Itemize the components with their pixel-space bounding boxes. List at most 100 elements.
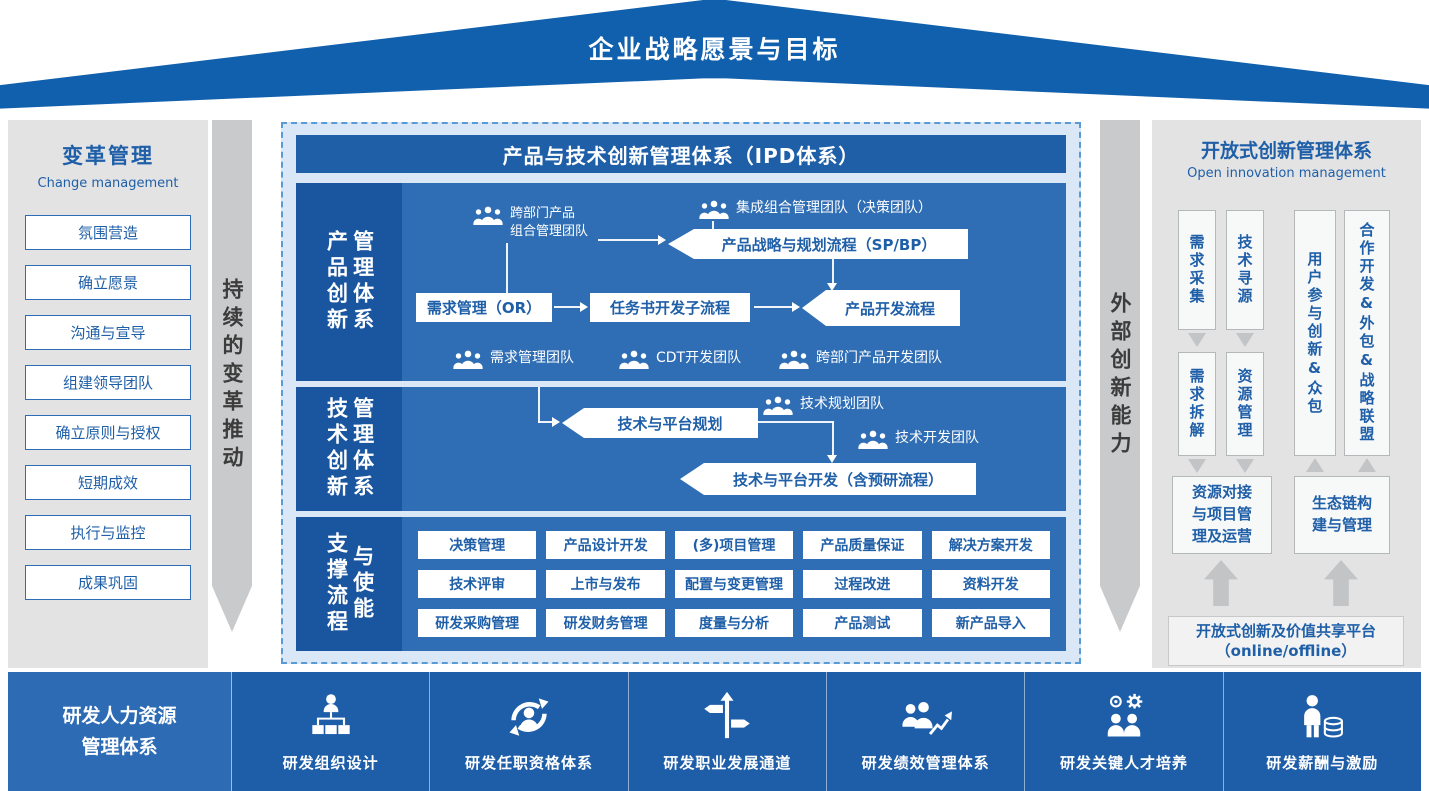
vbox-label: 合作开发&外包&战略联盟 [1357, 222, 1376, 444]
rmt-team: 需求管理团队 [452, 349, 574, 369]
change-step: 确立愿景 [25, 265, 191, 300]
team-label: 技术开发团队 [895, 430, 979, 446]
connector-line [506, 243, 508, 293]
support-section-label: 支撑流程 与使能 [296, 517, 402, 651]
change-driver-label: 持续的变革推动 [220, 278, 244, 474]
tech-innovation-section: 技术创新 管理体系 技术与平台规划 技术规划团队 技术开发团队 技术与平台开发（… [296, 387, 1066, 511]
org-design-icon [305, 691, 357, 743]
talent-icon [1098, 691, 1150, 743]
support-grid: 决策管理 产品设计开发 (多)项目管理 产品质量保证 解决方案开发 技术评审 上… [402, 517, 1066, 651]
ipd-panel: 产品与技术创新管理体系（IPD体系） 产品创新 管理体系 跨部门产品 组合管理团… [281, 122, 1081, 664]
label-col: 与使能 [350, 545, 375, 623]
support-cell: 产品测试 [803, 609, 922, 637]
connector-arrow [580, 302, 588, 312]
open-innovation-panel: 开放式创新管理体系 Open innovation management 需求采… [1152, 120, 1421, 668]
support-cell: 配置与变更管理 [674, 570, 794, 598]
hr-item-talent: 研发关键人才培养 [1024, 672, 1222, 791]
team-icon [762, 396, 794, 415]
label-col: 管理体系 [350, 397, 375, 501]
ipd-title: 产品与技术创新管理体系（IPD体系） [296, 135, 1066, 173]
team-icon [778, 350, 810, 369]
team-label: CDT开发团队 [656, 350, 742, 366]
hr-item-label: 研发任职资格体系 [464, 753, 593, 772]
vbox-label: 技术寻源 [1235, 234, 1254, 306]
connector-line [754, 306, 792, 308]
big-up-arrow-icon [1204, 560, 1238, 606]
team-icon [618, 350, 650, 369]
support-cell: 上市与发布 [546, 570, 665, 598]
support-cell: 研发财务管理 [546, 609, 665, 637]
team-icon [698, 200, 730, 219]
tech-plan-team: 技术规划团队 [762, 395, 884, 415]
change-step: 短期成效 [25, 465, 191, 500]
down-arrow-icon [1188, 459, 1206, 473]
support-cell: 研发采购管理 [418, 609, 537, 637]
change-step-list: 氛围营造 确立愿景 沟通与宣导 组建领导团队 确立原则与授权 短期成效 执行与监… [25, 215, 191, 600]
vbox-label: 需求拆解 [1187, 368, 1206, 440]
change-management-panel: 变革管理 Change management 氛围营造 确立愿景 沟通与宣导 组… [8, 120, 208, 668]
connector-line [758, 421, 834, 423]
connector-line [712, 221, 714, 229]
hr-item-label: 研发薪酬与激励 [1266, 753, 1379, 772]
support-cell: 产品设计开发 [546, 531, 665, 559]
cooperation-box: 合作开发&外包&战略联盟 [1344, 210, 1390, 456]
connector-arrow [827, 455, 837, 463]
vbox-label: 用户参与创新&众包 [1305, 250, 1324, 416]
support-section: 支撑流程 与使能 决策管理 产品设计开发 (多)项目管理 产品质量保证 解决方案… [296, 517, 1066, 651]
connector-line [832, 259, 834, 285]
change-step: 确立原则与授权 [25, 415, 191, 450]
hr-item-label: 研发关键人才培养 [1059, 753, 1188, 772]
change-step: 执行与监控 [25, 515, 191, 550]
support-section-body: 决策管理 产品设计开发 (多)项目管理 产品质量保证 解决方案开发 技术评审 上… [402, 517, 1066, 651]
change-step: 沟通与宣导 [25, 315, 191, 350]
down-arrow-shape [1100, 120, 1140, 632]
connector-arrow [792, 302, 800, 312]
team-label: 技术规划团队 [800, 396, 884, 412]
pdt-team: 跨部门产品开发团队 [778, 349, 942, 369]
product-section-label: 产品创新 管理体系 [296, 183, 402, 381]
connector-arrow [827, 283, 837, 291]
support-cell: 决策管理 [418, 531, 537, 559]
career-path-icon [701, 691, 753, 743]
connector-line [598, 239, 658, 241]
team-icon [472, 206, 504, 225]
platform-line1: 开放式创新及价值共享平台 [1195, 621, 1376, 640]
resource-ops-box: 资源对接与项目管理及运营 [1172, 476, 1272, 554]
tech-section-label: 技术创新 管理体系 [296, 387, 402, 511]
team-label: 跨部门产品开发团队 [816, 350, 942, 366]
support-cell: 新产品导入 [931, 609, 1050, 637]
vbox-label: 需求采集 [1187, 234, 1206, 306]
hr-item-compensation: 研发薪酬与激励 [1222, 672, 1421, 791]
change-step: 氛围营造 [25, 215, 191, 250]
label-col: 管理体系 [350, 230, 375, 334]
user-innovation-box: 用户参与创新&众包 [1294, 210, 1336, 456]
change-step: 成果巩固 [25, 565, 191, 600]
hr-item-performance: 研发绩效管理体系 [825, 672, 1024, 791]
connector-arrow [552, 417, 560, 427]
team-label: 需求管理团队 [490, 350, 574, 366]
platform-line2: （online/offline） [1215, 642, 1357, 660]
hr-item-label: 研发组织设计 [282, 753, 379, 772]
down-arrow-icon [1188, 333, 1206, 347]
hr-title-line1: 研发人力资源 [62, 705, 177, 728]
up-arrow-icon [1358, 458, 1376, 472]
change-driver-arrow: 持续的变革推动 [212, 120, 252, 632]
product-innovation-section: 产品创新 管理体系 跨部门产品 组合管理团队 集成组合管理团队（决策团队） 产品… [296, 183, 1066, 381]
connector-line [554, 306, 580, 308]
change-panel-subtitle: Change management [37, 176, 179, 191]
hr-bar-title: 研发人力资源 管理体系 [8, 672, 232, 791]
demand-collect-box: 需求采集 [1178, 210, 1216, 330]
product-section-body: 跨部门产品 组合管理团队 集成组合管理团队（决策团队） 产品战略与规划流程（SP… [402, 183, 1066, 381]
support-cell: (多)项目管理 [674, 531, 794, 559]
pdp-box: 产品开发流程 [802, 290, 960, 326]
ipmt-team: 集成组合管理团队（决策团队） [698, 199, 932, 219]
team-icon [452, 350, 484, 369]
tech-dev-team: 技术开发团队 [857, 429, 979, 449]
ecosystem-box: 生态链构建与管理 [1294, 476, 1390, 554]
hr-item-qualification: 研发任职资格体系 [429, 672, 627, 791]
cdt-team: CDT开发团队 [618, 349, 741, 369]
open-panel-title: 开放式创新管理体系 [1200, 140, 1372, 162]
sp-bp-process-box: 产品战略与规划流程（SP/BP） [668, 229, 968, 259]
hr-item-list: 研发组织设计 研发任职资格体系 研发职业发展通道 研发绩效管理体系 研发关键人才… [232, 672, 1421, 791]
performance-icon [900, 691, 952, 743]
